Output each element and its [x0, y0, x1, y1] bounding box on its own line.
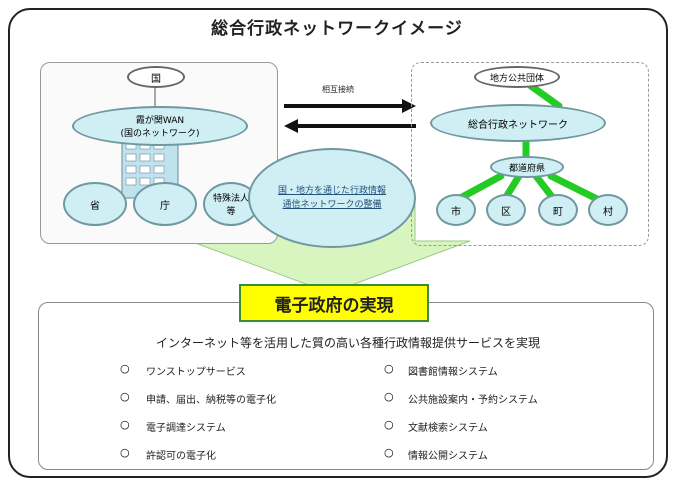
bullet-icon: ○: [384, 446, 394, 459]
service-item: 申請、届出、納税等の電子化: [146, 395, 276, 406]
services-subtitle: インターネット等を活用した質の高い各種行政情報提供サービスを実現: [155, 336, 540, 350]
node-town: 町: [538, 194, 578, 226]
bullet-icon: ○: [120, 390, 130, 403]
bullet-icon: ○: [384, 418, 394, 431]
service-item: ワンストップサービス: [146, 367, 246, 378]
bullet-icon: ○: [120, 446, 130, 459]
bullet-icon: ○: [120, 418, 130, 431]
node-village: 村: [588, 194, 628, 226]
interconnect-label: 相互接続: [322, 85, 354, 94]
service-item: 情報公開システム: [408, 451, 488, 462]
service-item: 電子調達システム: [146, 423, 226, 434]
bullet-icon: ○: [120, 362, 130, 375]
node-ward: 区: [486, 194, 526, 226]
node-local-government: 地方公共団体: [474, 66, 560, 88]
node-integrated-network: 総合行政ネットワーク: [430, 104, 606, 142]
page-title: 総合行政ネットワークイメージ: [211, 19, 463, 39]
node-agency: 庁: [133, 182, 197, 226]
outer-frame: [8, 8, 668, 478]
kasumigaseki-wan: 霞が関WAN (国のネットワーク): [72, 106, 248, 146]
service-item: 図書館情報システム: [408, 367, 498, 378]
service-item: 文献検索システム: [408, 423, 488, 434]
service-item: 公共施設案内・予約システム: [408, 395, 538, 406]
e-government-banner: 電子政府の実現: [239, 284, 429, 322]
services-panel: [38, 302, 654, 470]
bullet-icon: ○: [384, 362, 394, 375]
node-national: 国: [127, 66, 185, 88]
connector-line: [154, 88, 156, 108]
bullet-icon: ○: [384, 390, 394, 403]
node-prefecture: 都道府県: [490, 156, 564, 178]
local-network-panel: [411, 62, 649, 246]
node-city: 市: [436, 194, 476, 226]
service-item: 許認可の電子化: [146, 451, 216, 462]
interconnect-arrows: [284, 99, 416, 133]
center-callout: 国・地方を通じた行政情報通信ネットワークの整備: [248, 148, 416, 248]
node-ministry: 省: [63, 182, 127, 226]
